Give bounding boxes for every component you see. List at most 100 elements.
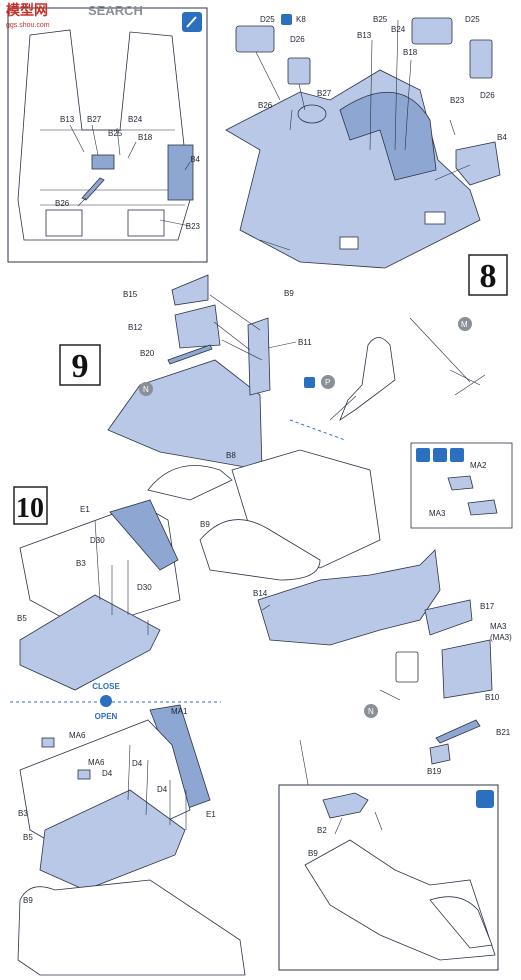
step8-b27-canister: [297, 104, 327, 124]
step8-label-b9: B9: [284, 289, 294, 298]
inset-b4-panel: [167, 144, 194, 201]
step10-label-d30-right: D30: [137, 583, 152, 592]
step9-label-b8: B8: [226, 451, 236, 460]
decal-transfer-icon: [433, 448, 447, 462]
step-8-assembly: D25 K8 D26 B13 B25 B24 B18 D25 D26 B23 B…: [225, 14, 508, 298]
inset-hull-outline: [17, 29, 191, 241]
step10-b5-lower: [39, 789, 186, 891]
step9-b12-plate: [174, 304, 221, 349]
ma3-decal: [467, 499, 498, 516]
b14-side-panel: [257, 549, 441, 646]
step8-b4-part: [455, 141, 501, 186]
ma2-decal: [447, 475, 474, 491]
step9-label-b9: B9: [200, 520, 210, 529]
step9-label-b11: B11: [298, 338, 312, 347]
inset-label-b26: B26: [55, 199, 70, 208]
inset-label-b18: B18: [138, 133, 153, 142]
step-9-number: 9: [72, 348, 89, 385]
toggle-arrow-icon: [100, 695, 112, 707]
step-9-assembly: B15 B12 B20 B11 N M P B8 B9 9 MA2 MA3: [59, 274, 513, 581]
step8-label-d25-right: D25: [465, 15, 480, 24]
inset-b27-box: [91, 154, 115, 170]
step10-label-ma6-upper: MA6: [69, 731, 86, 740]
step9-marker-n: [139, 382, 153, 396]
step9-mudguard: [147, 465, 233, 501]
step10-label-e1: E1: [80, 505, 90, 514]
label-ma3-paren: (MA3): [490, 633, 512, 642]
step10-label-b3-lower: B3: [18, 809, 28, 818]
inset-label-b24: B24: [128, 115, 143, 124]
step10-label-d4-mid: D4: [132, 759, 143, 768]
rear-view-inset: B13 B27 B25 B24 B18 B4 B26 B23: [7, 7, 208, 263]
step8-d25-right: [411, 17, 453, 45]
step8-label-d26-left: D26: [290, 35, 305, 44]
step9-b15-plate: [171, 274, 209, 306]
inset-b2-part: [322, 792, 369, 819]
step8-label-b13: B13: [357, 31, 372, 40]
bottom-right-inset: B2 B9: [278, 784, 499, 971]
step10-ma6-upper: [41, 737, 55, 748]
step8-d25-left: [235, 25, 275, 53]
brush-icon: [182, 12, 202, 32]
step9-marker-p: [321, 375, 335, 389]
step10-label-b5-lower: B5: [23, 833, 33, 842]
step8-seat-base-1: [339, 236, 359, 250]
brush-icon: [476, 790, 494, 808]
paint-icon: [304, 377, 315, 388]
inset-label-b2: B2: [317, 826, 327, 835]
step-10-number: 10: [16, 493, 44, 524]
watermark-search: SEARCH: [88, 3, 143, 18]
two-times-icon: [450, 448, 464, 462]
step9-label-b20: B20: [140, 349, 155, 358]
inset-label-b25: B25: [108, 129, 123, 138]
inset-seat-right: [127, 209, 165, 237]
inset-label-b27: B27: [87, 115, 102, 124]
step9-label-p: P: [325, 378, 330, 387]
step-8-number-box: [468, 254, 508, 296]
step-8-number: 8: [480, 258, 497, 295]
step9-label-n: N: [143, 385, 149, 394]
step8-d26-left: [287, 57, 311, 85]
step9-b20-rod: [167, 344, 213, 365]
label-ma2: MA2: [470, 461, 487, 470]
label-b14: B14: [253, 589, 268, 598]
step8-wheel-arch: [339, 91, 437, 181]
step9-seated-figure: [339, 337, 396, 422]
step10-e1-frame: [109, 499, 179, 571]
step-10-number-box: [13, 486, 48, 525]
step10-label-b3: B3: [76, 559, 86, 568]
step10-label-ma6-lower: MA6: [88, 758, 105, 767]
label-b19: B19: [427, 767, 442, 776]
step8-label-k8: K8: [296, 15, 306, 24]
step9-b9-floor: [199, 519, 321, 581]
inset-label-b13: B13: [60, 115, 75, 124]
step9-steering: [409, 317, 486, 396]
step10-b5-floor: [19, 594, 161, 691]
step8-label-d25-left: D25: [260, 15, 275, 24]
step8-label-b23: B23: [450, 96, 465, 105]
inset-lower-hull: [304, 839, 496, 961]
watermark-site: ggs.shou.com: [6, 22, 50, 29]
brush-icon: [416, 448, 430, 462]
step10-label-d4-right: D4: [157, 785, 168, 794]
step8-label-b4: B4: [497, 133, 507, 142]
step8-d26-right: [469, 39, 493, 79]
step8-label-b26: B26: [258, 101, 273, 110]
b17-part: [424, 599, 473, 636]
label-b10: B10: [485, 693, 500, 702]
inset-label-b4: B4: [190, 155, 200, 164]
jerry-can: [395, 651, 419, 683]
step9-label-b15: B15: [123, 290, 138, 299]
step9-marker-m: [458, 317, 472, 331]
label-n-side: N: [368, 707, 374, 716]
b14-side-panel-assembly: B14 B17 MA3 (MA3) N B10 B21 B19: [253, 549, 512, 851]
marker-n-side: [364, 704, 378, 718]
label-ma3-side: MA3: [490, 622, 507, 631]
step8-label-b27: B27: [317, 89, 332, 98]
b21-shovel: [435, 719, 481, 744]
step10-label-b5: B5: [17, 614, 27, 623]
b10-part: [441, 639, 493, 699]
inset-label-b9: B9: [308, 849, 318, 858]
open-label: OPEN: [95, 712, 118, 721]
